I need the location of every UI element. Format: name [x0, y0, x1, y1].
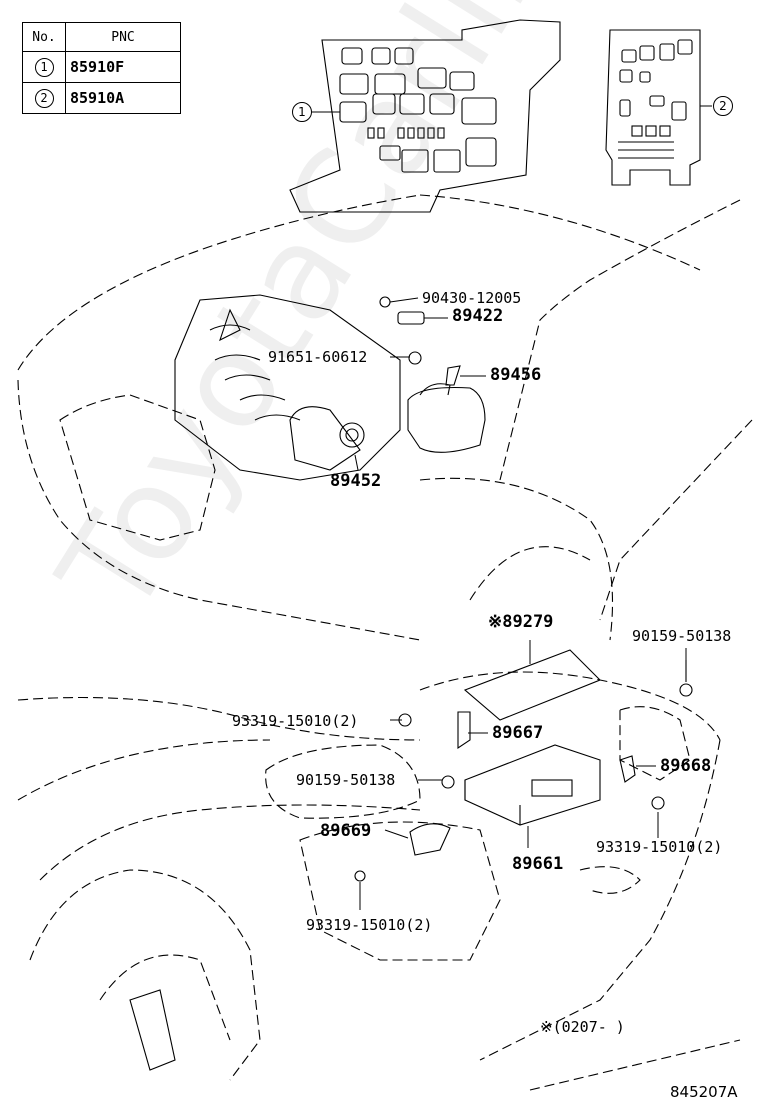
part-93319-15010-a: 93319-15010(2): [232, 712, 359, 730]
pnc-row-code: 85910F: [65, 51, 181, 83]
part-90159-50138-a: 90159-50138: [632, 627, 732, 645]
part-90159-50138-b: 90159-50138: [296, 771, 396, 789]
junction-block-2: [605, 29, 701, 186]
pnc-row-num: 2: [34, 89, 54, 108]
diagram-id: 845207A: [670, 1083, 738, 1101]
part-89456: 89456: [490, 365, 542, 385]
pnc-row-num: 1: [34, 58, 54, 77]
callout-2: 2: [713, 96, 733, 116]
part-89661: 89661: [512, 854, 564, 874]
callout-1: 1: [292, 102, 312, 122]
pnc-row: 1 85910F: [22, 51, 181, 83]
part-90430-12005: 90430-12005: [422, 289, 522, 307]
pnc-header-no: No.: [22, 22, 66, 52]
small-parts: [379, 296, 461, 386]
part-93319-15010-b: 93319-15010(2): [306, 916, 433, 934]
leader-lines: [311, 105, 712, 910]
part-91651-60612: 91651-60612: [268, 348, 368, 366]
part-89422: 89422: [452, 306, 504, 326]
pnc-header-pnc: PNC: [65, 22, 181, 52]
pnc-table: No. PNC 1 85910F 2 85910A: [22, 22, 181, 114]
part-89667: 89667: [492, 723, 544, 743]
ecu-module: [129, 649, 693, 1071]
pnc-row-code: 85910A: [65, 82, 181, 114]
part-89452: 89452: [330, 471, 382, 491]
footnote: ※(0207- ): [540, 1018, 625, 1036]
relay-box-1: [289, 19, 561, 213]
part-89669: 89669: [320, 821, 372, 841]
part-89668: 89668: [660, 756, 712, 776]
vehicle-outline: [17, 194, 753, 1091]
pnc-row: 2 85910A: [22, 82, 181, 114]
part-93319-15010-c: 93319-15010(2): [596, 838, 723, 856]
reservoir-tank: [407, 383, 486, 453]
engine: [174, 294, 401, 481]
part-89279: ※89279: [488, 612, 554, 632]
